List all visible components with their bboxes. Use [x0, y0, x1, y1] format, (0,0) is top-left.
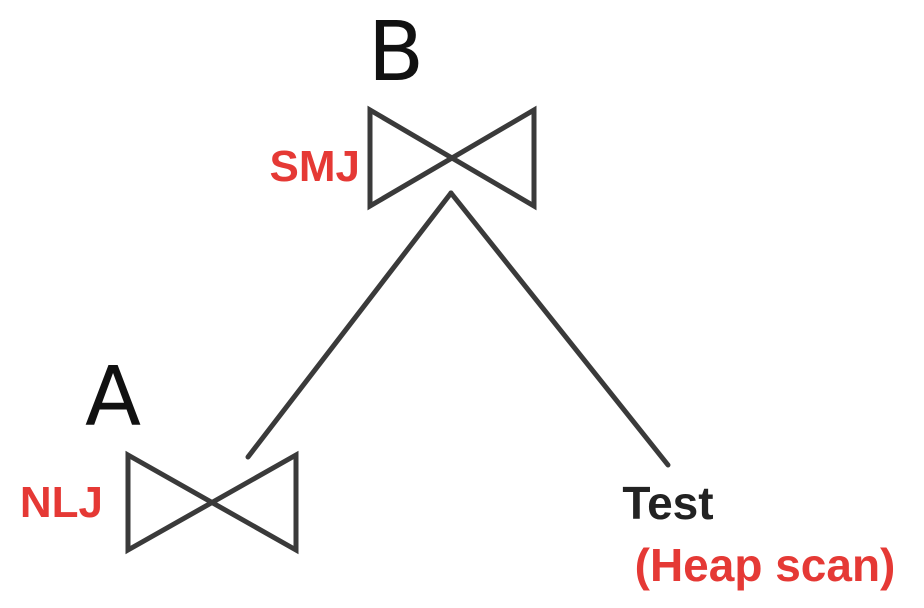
bowtie-join-icon: [125, 450, 299, 555]
edge-b-to-test: [448, 190, 671, 468]
node-a-letter: A: [85, 350, 141, 445]
leaf-test-name: Test: [622, 477, 713, 529]
node-b-letter: B: [368, 5, 424, 100]
node-a-join-label: NLJ: [20, 478, 103, 527]
bowtie-join-icon: [367, 105, 537, 211]
leaf-test-access-method: (Heap scan): [635, 539, 896, 591]
node-b-join-label: SMJ: [270, 142, 360, 191]
edge-b-to-a: [245, 190, 454, 460]
